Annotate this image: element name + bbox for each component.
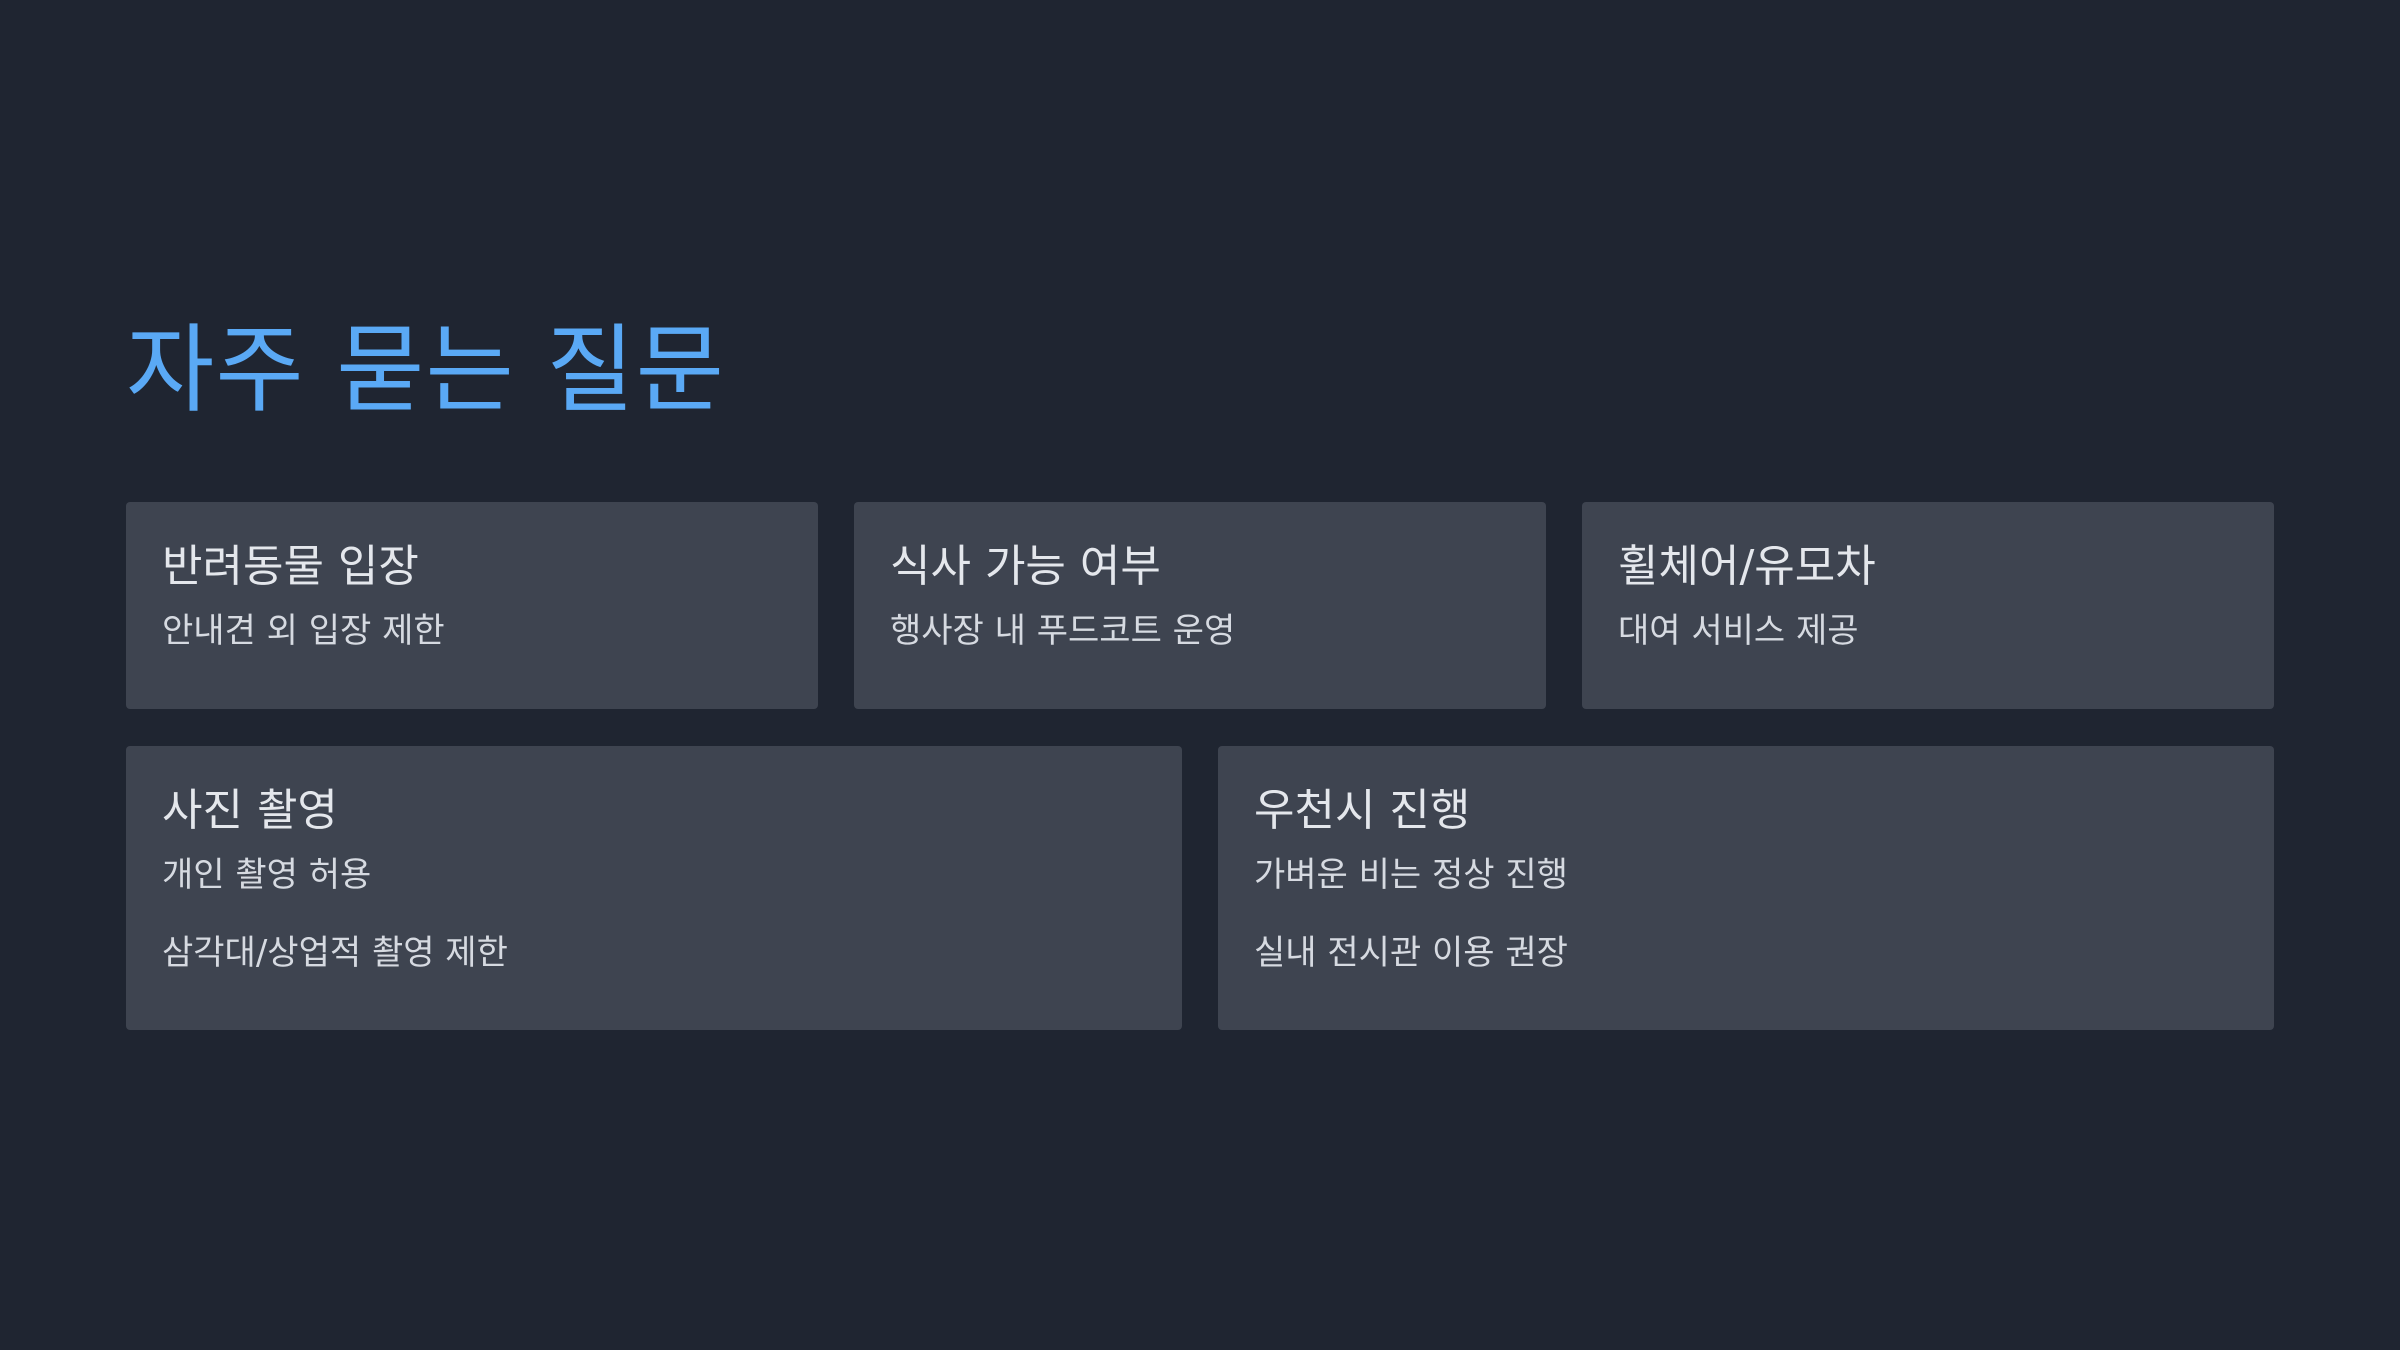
faq-card-answers: 가벼운 비는 정상 진행 실내 전시관 이용 권장 [1254,854,2238,974]
faq-card-pets: 반려동물 입장 안내견 외 입장 제한 [126,502,818,709]
faq-card-answers: 행사장 내 푸드코트 운영 [890,610,1510,652]
faq-card-rain: 우천시 진행 가벼운 비는 정상 진행 실내 전시관 이용 권장 [1218,746,2274,1030]
faq-card-answer: 대여 서비스 제공 [1618,611,1859,651]
faq-card-answers: 안내견 외 입장 제한 [162,610,782,652]
faq-card-answer: 개인 촬영 허용 [162,855,372,895]
faq-card-title: 휠체어/유모차 [1618,541,1876,592]
faq-card-answer: 실내 전시관 이용 권장 [1254,933,1568,973]
faq-card-title: 식사 가능 여부 [890,541,1161,592]
faq-card-answer: 행사장 내 푸드코트 운영 [890,611,1236,651]
faq-card-answer: 삼각대/상업적 촬영 제한 [162,933,508,973]
page-title: 자주 묻는 질문 [126,314,725,426]
slide: 자주 묻는 질문 반려동물 입장 안내견 외 입장 제한 식사 가능 여부 행사… [126,0,2274,1350]
faq-card-food: 식사 가능 여부 행사장 내 푸드코트 운영 [854,502,1546,709]
faq-card-photo: 사진 촬영 개인 촬영 허용 삼각대/상업적 촬영 제한 [126,746,1182,1030]
faq-card-title: 우천시 진행 [1254,785,1471,836]
faq-card-title: 사진 촬영 [162,785,338,836]
faq-card-title: 반려동물 입장 [162,541,419,592]
faq-grid: 반려동물 입장 안내견 외 입장 제한 식사 가능 여부 행사장 내 푸드코트 … [126,502,2274,1030]
faq-card-wheelchair: 휠체어/유모차 대여 서비스 제공 [1582,502,2274,709]
faq-card-answers: 대여 서비스 제공 [1618,610,2238,652]
faq-row-bottom: 사진 촬영 개인 촬영 허용 삼각대/상업적 촬영 제한 우천시 진행 가벼운 … [126,746,2274,1030]
faq-card-answers: 개인 촬영 허용 삼각대/상업적 촬영 제한 [162,854,1146,974]
faq-card-answer: 가벼운 비는 정상 진행 [1254,855,1568,895]
faq-card-answer: 안내견 외 입장 제한 [162,611,445,651]
faq-row-top: 반려동물 입장 안내견 외 입장 제한 식사 가능 여부 행사장 내 푸드코트 … [126,502,2274,709]
